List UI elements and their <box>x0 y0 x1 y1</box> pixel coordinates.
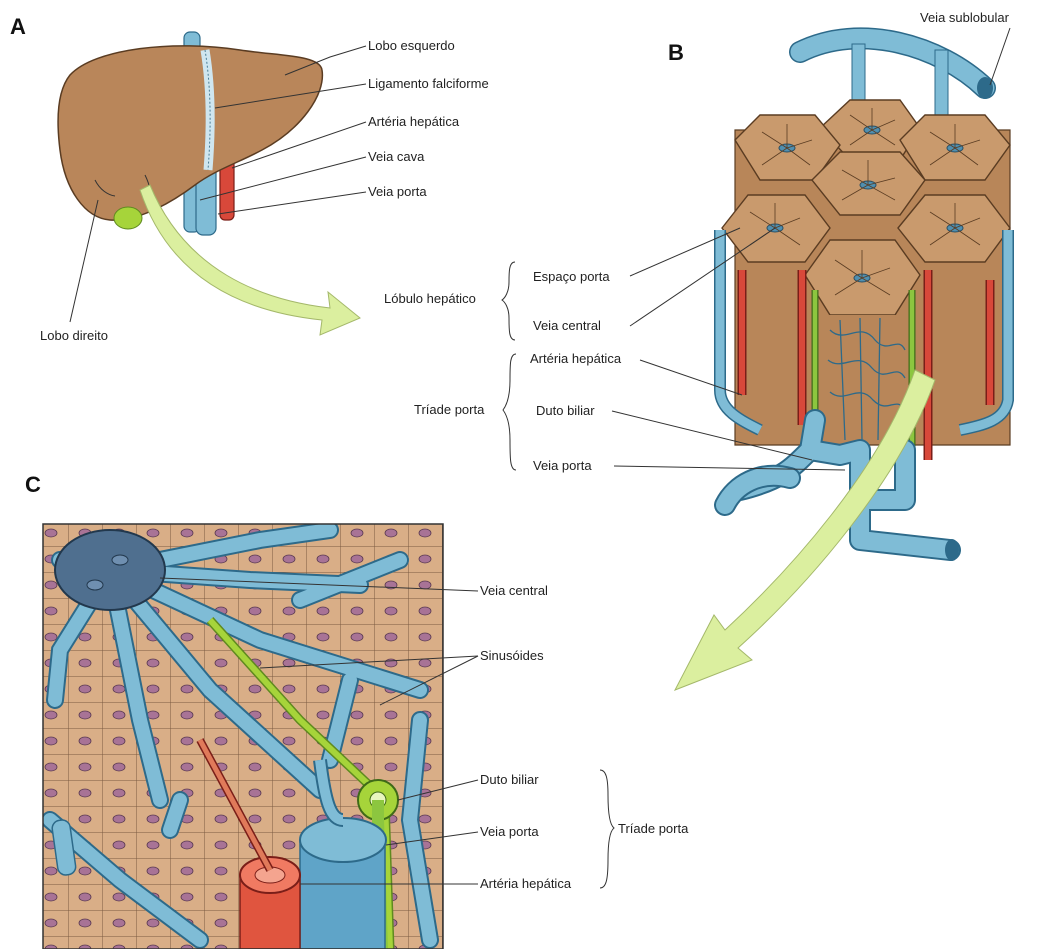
label-veia-central-b: Veia central <box>533 318 601 333</box>
label-lobulo-hepatico: Lóbulo hepático <box>384 291 476 306</box>
label-espaco-porta: Espaço porta <box>533 269 610 284</box>
label-veia-porta-c: Veia porta <box>480 824 539 839</box>
gallbladder <box>114 207 142 229</box>
label-triade-porta-b: Tríade porta <box>414 402 485 417</box>
label-veia-porta-b: Veia porta <box>533 458 592 473</box>
label-sinusoides: Sinusóides <box>480 648 544 663</box>
panel-b: B Veia sublobular <box>384 10 1010 690</box>
tissue-section <box>43 524 443 949</box>
central-vein <box>55 530 165 610</box>
arrow-a-to-b <box>140 185 360 335</box>
label-arteria-hepatica-a: Artéria hepática <box>368 114 460 129</box>
panel-b-letter: B <box>668 40 684 65</box>
label-ligamento-falciforme: Ligamento falciforme <box>368 76 489 91</box>
label-veia-cava-a: Veia cava <box>368 149 425 164</box>
label-lobo-esquerdo: Lobo esquerdo <box>368 38 455 53</box>
panel-c: C <box>25 472 689 949</box>
label-veia-central-c: Veia central <box>480 583 548 598</box>
label-arteria-hepatica-c: Artéria hepática <box>480 876 572 891</box>
label-triade-porta-c: Tríade porta <box>618 821 689 836</box>
label-duto-biliar-b: Duto biliar <box>536 403 595 418</box>
label-veia-sublobular: Veia sublobular <box>920 10 1010 25</box>
panel-c-letter: C <box>25 472 41 497</box>
label-duto-biliar-c: Duto biliar <box>480 772 539 787</box>
panel-a-letter: A <box>10 14 26 39</box>
label-veia-porta-a: Veia porta <box>368 184 427 199</box>
sublobular-vein <box>800 38 985 88</box>
label-lobo-direito: Lobo direito <box>40 328 108 343</box>
falciform-ligament <box>205 50 210 170</box>
label-arteria-hepatica-b: Artéria hepática <box>530 351 622 366</box>
